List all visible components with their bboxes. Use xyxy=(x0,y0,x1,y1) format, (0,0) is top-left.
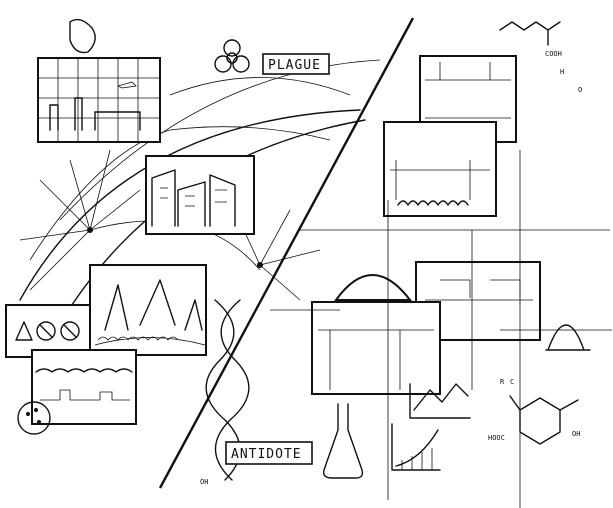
ruined-city-panel xyxy=(145,155,255,235)
map-panel xyxy=(37,57,161,143)
cooh-label: COOH xyxy=(545,50,562,58)
oh-label-left: OH xyxy=(200,478,208,486)
antidote-label-box xyxy=(225,441,313,465)
hooc-label: HOOC xyxy=(488,434,505,442)
molecule-diagram xyxy=(499,21,561,46)
oh-label-right: OH xyxy=(572,430,580,438)
bell-curve xyxy=(545,324,591,351)
no-entry-icon xyxy=(36,321,56,341)
antidote-label: ANTIDOTE xyxy=(231,447,302,462)
bacterium-icon xyxy=(69,18,96,54)
flooded-town-panel xyxy=(31,349,137,425)
explosion-panel xyxy=(89,264,207,356)
circuit-lines xyxy=(270,150,612,508)
biohazard-icon xyxy=(214,39,250,73)
c-label: C xyxy=(510,378,514,386)
virus-icon xyxy=(17,401,51,435)
line-graph xyxy=(409,383,471,419)
lab-panel-upper xyxy=(383,121,497,217)
plague-label: PLAGUE xyxy=(268,58,321,73)
o-label: O xyxy=(578,86,582,94)
r-label: R xyxy=(500,378,505,386)
divider-line xyxy=(158,17,415,489)
h-label: H xyxy=(560,68,564,76)
warning-sign-strip xyxy=(5,304,91,358)
growth-graph xyxy=(391,423,441,471)
plague-label-box xyxy=(262,53,330,75)
dome-lab-panel xyxy=(311,261,541,395)
benzene-molecule xyxy=(509,395,579,445)
flask-icon xyxy=(322,403,364,479)
warning-icon xyxy=(15,321,33,341)
